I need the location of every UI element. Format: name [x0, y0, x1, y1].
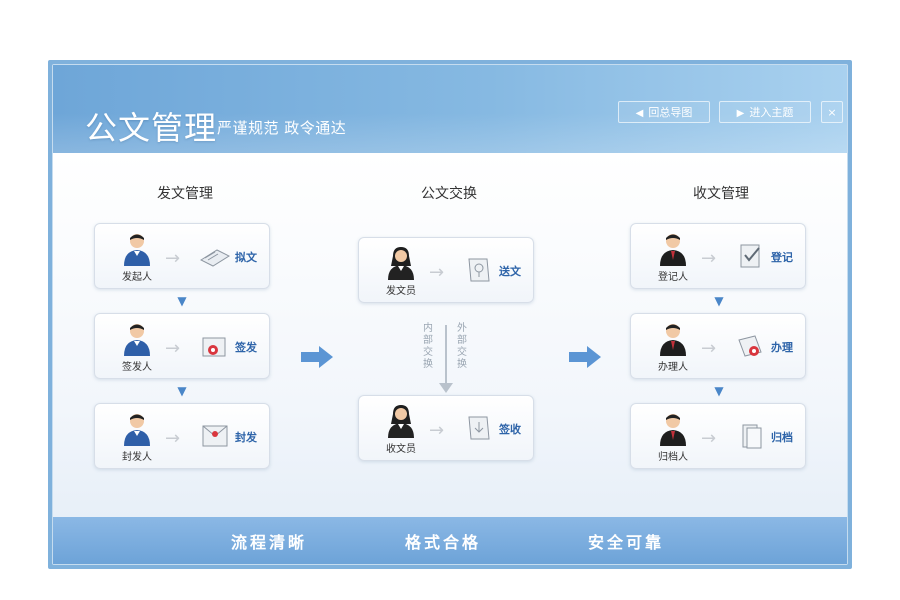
close-button[interactable]: ×: [821, 101, 843, 123]
card-archive[interactable]: 归档人 → 归档: [630, 403, 806, 469]
person-icon: [660, 414, 686, 446]
flow-arrow-icon: →: [165, 428, 181, 449]
person-icon: [388, 247, 414, 280]
person-label: 办理人: [658, 362, 688, 373]
person-block: 归档人: [645, 412, 701, 463]
workflow-diagram: 发文管理 公文交换 收文管理 发起人 → 拟文 ▼: [53, 153, 847, 517]
person-block: 办理人: [645, 322, 701, 373]
card-receive-document[interactable]: 收文员 → 签收: [358, 395, 534, 461]
person-block: 收文员: [373, 404, 429, 455]
action-label: 办理: [771, 341, 793, 354]
person-block: 登记人: [645, 232, 701, 283]
card-send-document[interactable]: 发文员 → 送文: [358, 237, 534, 303]
down-arrow-icon: ▼: [177, 384, 187, 398]
footer-item-safe-reliable: 安全可靠: [588, 533, 665, 552]
flow-arrow-icon: →: [701, 338, 717, 359]
back-to-overview-button[interactable]: ◀ 回总导图: [618, 101, 710, 123]
card-draft[interactable]: 发起人 → 拟文: [94, 223, 270, 289]
flow-arrow-icon: →: [701, 428, 717, 449]
person-label: 归档人: [658, 452, 688, 463]
person-block: 发起人: [109, 232, 165, 283]
document-icon: [202, 425, 228, 447]
person-label: 签发人: [122, 362, 152, 373]
person-icon: [660, 324, 686, 356]
person-label: 收文员: [386, 444, 416, 455]
big-right-arrow-icon: [569, 346, 601, 368]
close-icon: ×: [827, 106, 837, 119]
page-title: 公文管理: [85, 109, 218, 147]
person-label: 封发人: [122, 452, 152, 463]
document-icon: [742, 424, 762, 449]
arrow-right-icon: ▶: [736, 108, 745, 119]
back-button-label: 回总导图: [648, 106, 693, 119]
person-icon: [388, 405, 414, 438]
app-window: 公文管理 严谨规范 政令通达 ◀ 回总导图 ▶ 进入主题 × 发文管理 公文交换 收…: [48, 60, 852, 569]
document-icon: [199, 249, 231, 267]
action-label: 签发: [235, 341, 257, 354]
flow-arrow-icon: →: [165, 338, 181, 359]
document-icon: [202, 337, 226, 357]
card-handle[interactable]: 办理人 → 办理: [630, 313, 806, 379]
document-icon: [740, 244, 760, 268]
action-label: 签收: [499, 423, 521, 436]
inner-exchange-label: 内部交换: [423, 323, 433, 370]
person-label: 登记人: [658, 272, 688, 283]
column-title-exchange: 公文交换: [421, 186, 477, 202]
arrow-left-icon: ◀: [635, 108, 644, 119]
person-block: 签发人: [109, 322, 165, 373]
card-register[interactable]: 登记人 → 登记: [630, 223, 806, 289]
action-label: 封发: [235, 431, 257, 444]
document-icon: [468, 416, 490, 440]
column-title-receiving: 收文管理: [693, 186, 749, 202]
outer-exchange-label: 外部交换: [457, 323, 467, 370]
card-sign-issue[interactable]: 签发人 → 签发: [94, 313, 270, 379]
person-label: 发起人: [122, 272, 152, 283]
exchange-connector: [445, 325, 447, 387]
action-label: 送文: [499, 265, 521, 278]
footer-item-qualified-format: 格式合格: [405, 533, 482, 552]
card-seal-send[interactable]: 封发人 → 封发: [94, 403, 270, 469]
header-bar: 公文管理 严谨规范 政令通达 ◀ 回总导图 ▶ 进入主题 ×: [53, 65, 847, 153]
document-icon: [468, 258, 490, 282]
person-icon: [124, 414, 150, 446]
down-arrow-icon: ▼: [714, 384, 724, 398]
footer-item-clear-process: 流程清晰: [231, 533, 308, 552]
enter-topic-button[interactable]: ▶ 进入主题: [719, 101, 811, 123]
flow-arrow-icon: →: [701, 248, 717, 269]
person-label: 发文员: [386, 286, 416, 297]
big-right-arrow-icon: [301, 346, 333, 368]
person-block: 发文员: [373, 246, 429, 297]
enter-button-label: 进入主题: [749, 106, 794, 119]
document-icon: [738, 335, 762, 357]
action-label: 拟文: [235, 251, 257, 264]
app-frame: 公文管理 严谨规范 政令通达 ◀ 回总导图 ▶ 进入主题 × 发文管理 公文交换 收…: [52, 64, 848, 565]
flow-arrow-icon: →: [429, 262, 445, 283]
person-icon: [124, 324, 150, 356]
down-arrow-icon: ▼: [177, 294, 187, 308]
column-title-sending: 发文管理: [157, 186, 213, 202]
person-icon: [660, 234, 686, 266]
flow-arrow-icon: →: [429, 420, 445, 441]
flow-arrow-icon: →: [165, 248, 181, 269]
action-label: 归档: [771, 431, 793, 444]
footer-bar: 流程清晰 格式合格 安全可靠: [53, 517, 847, 564]
person-icon: [124, 234, 150, 266]
action-label: 登记: [771, 251, 793, 264]
down-arrow-icon: ▼: [714, 294, 724, 308]
person-block: 封发人: [109, 412, 165, 463]
exchange-arrow-icon: [439, 383, 453, 393]
page-subtitle: 严谨规范 政令通达: [217, 119, 347, 137]
